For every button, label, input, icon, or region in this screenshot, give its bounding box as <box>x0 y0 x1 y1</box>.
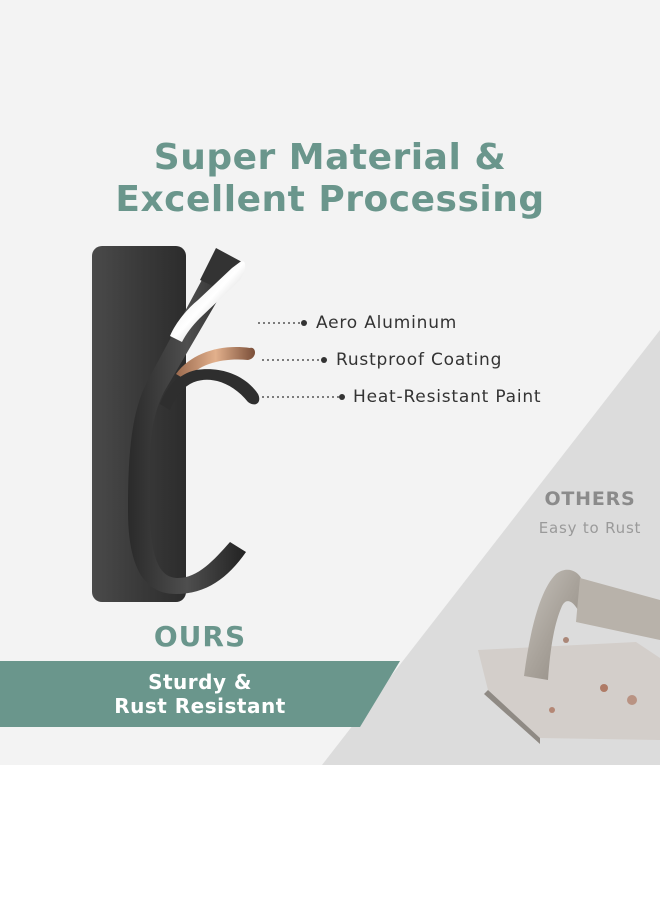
others-rusty-hook-image <box>478 569 660 744</box>
product-panel: Super Material & Excellent Processing <box>0 0 660 765</box>
callout-leaders <box>258 320 345 400</box>
ours-banner <box>0 661 400 727</box>
callout-heat-resistant-paint: Heat-Resistant Paint <box>353 387 542 407</box>
ours-banner-line-1: Sturdy & <box>148 670 252 694</box>
others-subtitle: Easy to Rust <box>538 519 642 537</box>
ours-hook-image <box>92 246 345 602</box>
ours-banner-line-2: Rust Resistant <box>114 694 286 718</box>
others-heading: OTHERS <box>544 488 636 510</box>
ours-heading: OURS <box>153 620 247 653</box>
callout-aero-aluminum: Aero Aluminum <box>316 313 458 333</box>
title-line-1: Super Material & <box>153 137 507 178</box>
callout-rustproof-coating: Rustproof Coating <box>336 350 503 370</box>
title-line-2: Excellent Processing <box>115 179 545 220</box>
